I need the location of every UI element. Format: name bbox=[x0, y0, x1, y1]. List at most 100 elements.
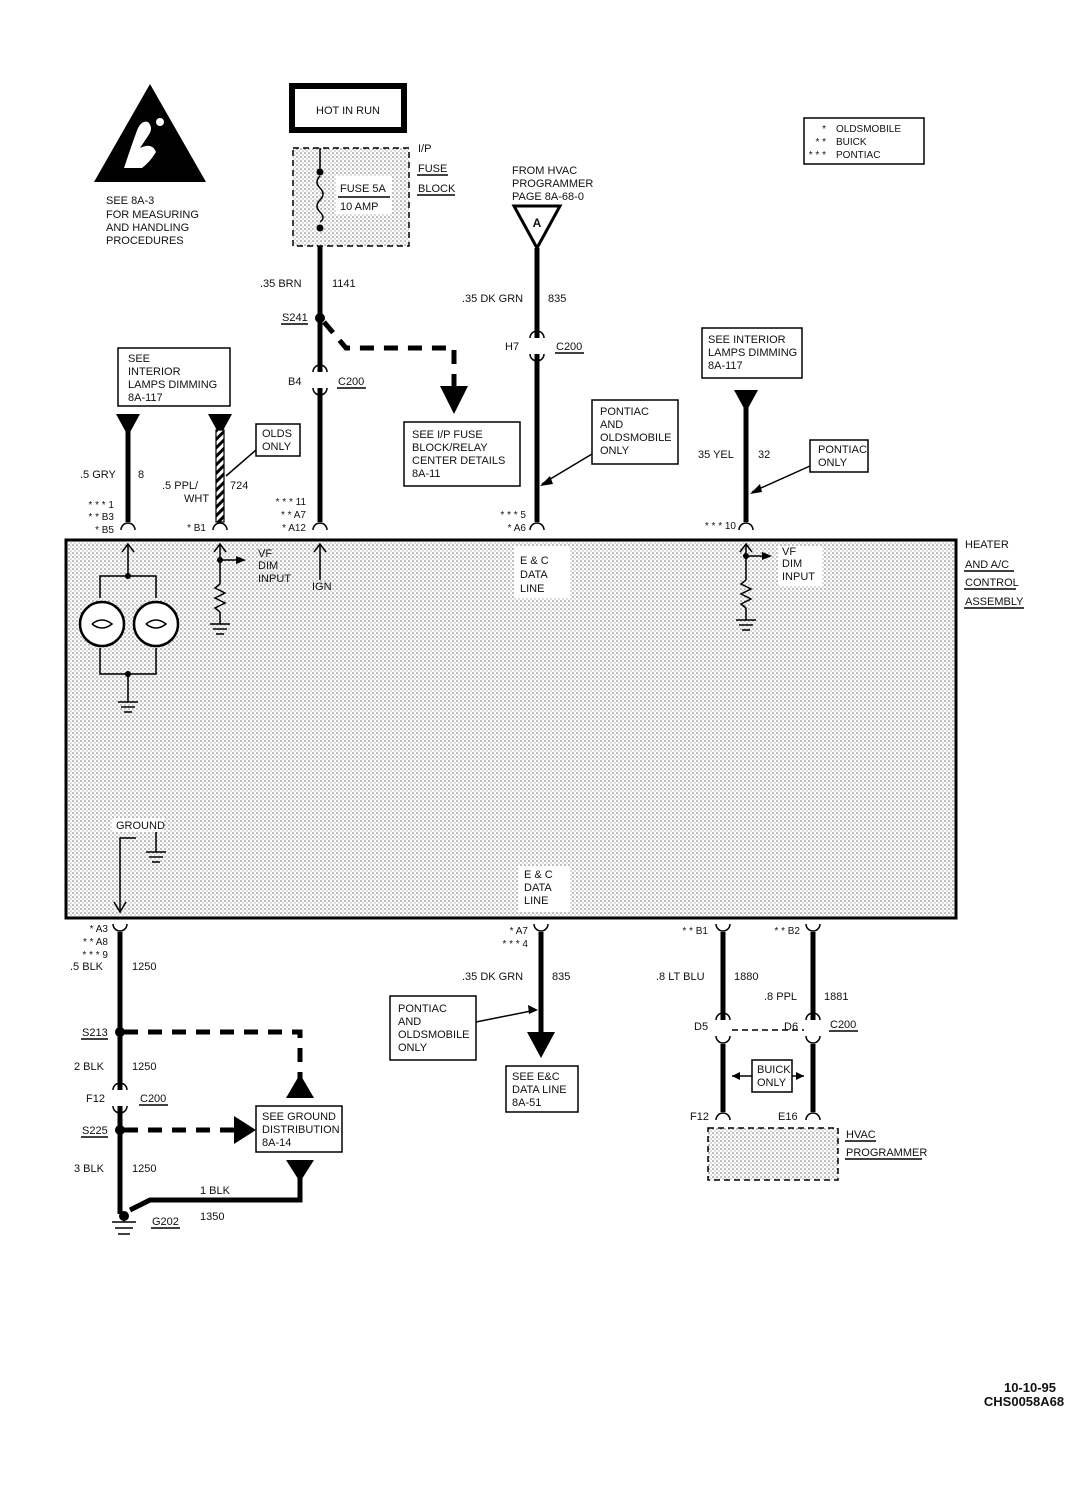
gry-circuit: 8 bbox=[138, 469, 144, 481]
footer-date: 10-10-95 bbox=[1004, 1380, 1056, 1395]
ground-g202: G202 bbox=[152, 1216, 179, 1228]
svg-text:ONLY: ONLY bbox=[398, 1042, 428, 1054]
internal-ground: GROUND bbox=[112, 818, 166, 914]
ppl-wht-circuit: 724 bbox=[230, 480, 248, 492]
data-line-bottom-wire bbox=[527, 923, 555, 1058]
svg-text:CONTROL: CONTROL bbox=[965, 577, 1019, 589]
svg-text:PONTIAC: PONTIAC bbox=[818, 444, 867, 456]
svg-text:INPUT: INPUT bbox=[782, 571, 815, 583]
footer-code: CHS0058A68 bbox=[984, 1394, 1064, 1409]
svg-text:SEE GROUND: SEE GROUND bbox=[262, 1111, 336, 1123]
pins-data-top: * * * 5 * A6 bbox=[500, 510, 526, 534]
connector-d5: D5 bbox=[694, 1021, 708, 1033]
pin-b1: * * B1 bbox=[682, 926, 708, 937]
svg-text:* A3: * A3 bbox=[90, 924, 109, 935]
hvac-programmer: HVAC PROGRAMMER bbox=[707, 1127, 927, 1181]
ref-pontiac-olds-top: PONTIAC AND OLDSMOBILE ONLY bbox=[540, 399, 679, 486]
data-line-bottom-label: E & C DATA LINE bbox=[518, 866, 570, 912]
svg-text:AND: AND bbox=[600, 419, 623, 431]
module-name: HEATER AND A/C CONTROL ASSEMBLY bbox=[964, 539, 1024, 609]
svg-text:* A12: * A12 bbox=[282, 523, 306, 534]
ign-wire-circuit: 1141 bbox=[332, 278, 356, 290]
svg-text:LINE: LINE bbox=[524, 895, 548, 907]
svg-text:* B5: * B5 bbox=[95, 525, 114, 536]
svg-text:* *: * * bbox=[815, 137, 826, 148]
ref-dimming-left: SEE INTERIOR LAMPS DIMMING 8A-117 bbox=[117, 347, 231, 407]
pin-ppl-wht: * B1 bbox=[187, 523, 206, 534]
svg-text:DATA: DATA bbox=[520, 569, 548, 581]
connector-c200-f12: C200 bbox=[140, 1093, 166, 1105]
ppl-gauge: .8 PPL bbox=[764, 991, 797, 1003]
lt-blu-gauge: .8 LT BLU bbox=[656, 971, 705, 983]
svg-text:VF: VF bbox=[258, 548, 272, 560]
svg-text:SEE: SEE bbox=[128, 353, 150, 365]
ip-fuse-block: FUSE 5A 10 AMP I/P FUSE BLOCK bbox=[292, 143, 456, 247]
svg-text:PONTIAC: PONTIAC bbox=[600, 406, 649, 418]
connector-a-triangle: A bbox=[511, 204, 563, 252]
data-line-top-label: E & C DATA LINE bbox=[514, 546, 570, 598]
svg-text:A: A bbox=[533, 216, 542, 230]
lt-blu-circuit: 1880 bbox=[734, 971, 758, 983]
svg-text:PROCEDURES: PROCEDURES bbox=[106, 235, 184, 247]
pins-ground: * A3 * * A8 * * * 9 bbox=[82, 924, 108, 961]
svg-text:SEE I/P FUSE: SEE I/P FUSE bbox=[412, 429, 483, 441]
ref-olds-only: OLDS ONLY bbox=[225, 423, 301, 477]
pin-yel: * * * 10 bbox=[705, 521, 737, 532]
svg-text:OLDSMOBILE: OLDSMOBILE bbox=[398, 1029, 470, 1041]
connector-b4: B4 bbox=[288, 376, 301, 388]
svg-text:E & C: E & C bbox=[524, 869, 553, 881]
svg-text:* * * 5: * * * 5 bbox=[500, 510, 526, 521]
svg-text:HOT IN RUN: HOT IN RUN bbox=[316, 105, 380, 117]
ppl-wht-gauge: .5 PPL/ bbox=[162, 480, 199, 492]
svg-text:8A-14: 8A-14 bbox=[262, 1137, 291, 1149]
ppl-wht-wire bbox=[208, 414, 232, 531]
svg-text:FROM HVAC: FROM HVAC bbox=[512, 165, 577, 177]
svg-text:I/P: I/P bbox=[418, 143, 431, 155]
svg-text:OLDSMOBILE: OLDSMOBILE bbox=[836, 124, 901, 135]
svg-text:SEE 8A-3: SEE 8A-3 bbox=[106, 195, 154, 207]
svg-text:* A7: * A7 bbox=[510, 926, 529, 937]
connector-c200-h7: C200 bbox=[556, 341, 582, 353]
ref-pontiac-only: PONTIAC ONLY bbox=[750, 439, 869, 494]
svg-text:* * * 9: * * * 9 bbox=[82, 950, 108, 961]
svg-text:ONLY: ONLY bbox=[262, 441, 292, 453]
svg-text:PONTIAC: PONTIAC bbox=[836, 150, 880, 161]
svg-text:10 AMP: 10 AMP bbox=[340, 201, 379, 213]
data-bottom-circuit: 835 bbox=[552, 971, 570, 983]
connector-f12: F12 bbox=[86, 1093, 105, 1105]
data-bottom-gauge: .35 DK GRN bbox=[462, 971, 523, 983]
heater-ac-control-assembly bbox=[64, 538, 958, 920]
svg-text:DATA LINE: DATA LINE bbox=[512, 1084, 567, 1096]
svg-text:LINE: LINE bbox=[520, 583, 544, 595]
ref-data-line: SEE E&C DATA LINE 8A-51 bbox=[505, 1065, 579, 1113]
svg-text:ONLY: ONLY bbox=[818, 457, 848, 469]
connector-h7: H7 bbox=[505, 341, 519, 353]
blk1-gauge: 1 BLK bbox=[200, 1185, 231, 1197]
vf-dim-left-circuit bbox=[210, 542, 246, 635]
svg-text:BUICK: BUICK bbox=[757, 1064, 791, 1076]
svg-text:BLOCK: BLOCK bbox=[418, 183, 456, 195]
yel-circuit: 32 bbox=[758, 449, 770, 461]
splice-s241: S241 bbox=[282, 312, 308, 324]
hot-in-run-box: HOT IN RUN bbox=[289, 83, 407, 133]
blk2-gauge: 2 BLK bbox=[74, 1061, 105, 1073]
svg-text:INPUT: INPUT bbox=[258, 573, 291, 585]
blk3-circuit: 1250 bbox=[132, 1163, 156, 1175]
svg-text:PROGRAMMER: PROGRAMMER bbox=[512, 178, 593, 190]
data-line-top-wire bbox=[529, 248, 545, 531]
svg-text:OLDSMOBILE: OLDSMOBILE bbox=[600, 432, 672, 444]
svg-text:E & C: E & C bbox=[520, 555, 549, 567]
svg-text:DIM: DIM bbox=[782, 558, 802, 570]
svg-text:HVAC: HVAC bbox=[846, 1129, 876, 1141]
splice-s225: S225 bbox=[82, 1125, 108, 1137]
gry-gauge: .5 GRY bbox=[80, 469, 117, 481]
connector-c200-d6: C200 bbox=[830, 1019, 856, 1031]
svg-text:* * *: * * * bbox=[809, 150, 826, 161]
svg-text:* * A8: * * A8 bbox=[83, 937, 108, 948]
pins-ign: * * * 11 * * A7 * A12 bbox=[276, 497, 307, 534]
ref-pontiac-olds-bottom: PONTIAC AND OLDSMOBILE ONLY bbox=[389, 995, 538, 1061]
svg-text:LAMPS DIMMING: LAMPS DIMMING bbox=[128, 379, 217, 391]
svg-text:LAMPS DIMMING: LAMPS DIMMING bbox=[708, 347, 797, 359]
svg-text:8A-117: 8A-117 bbox=[708, 360, 743, 372]
svg-text:AND: AND bbox=[398, 1016, 421, 1028]
